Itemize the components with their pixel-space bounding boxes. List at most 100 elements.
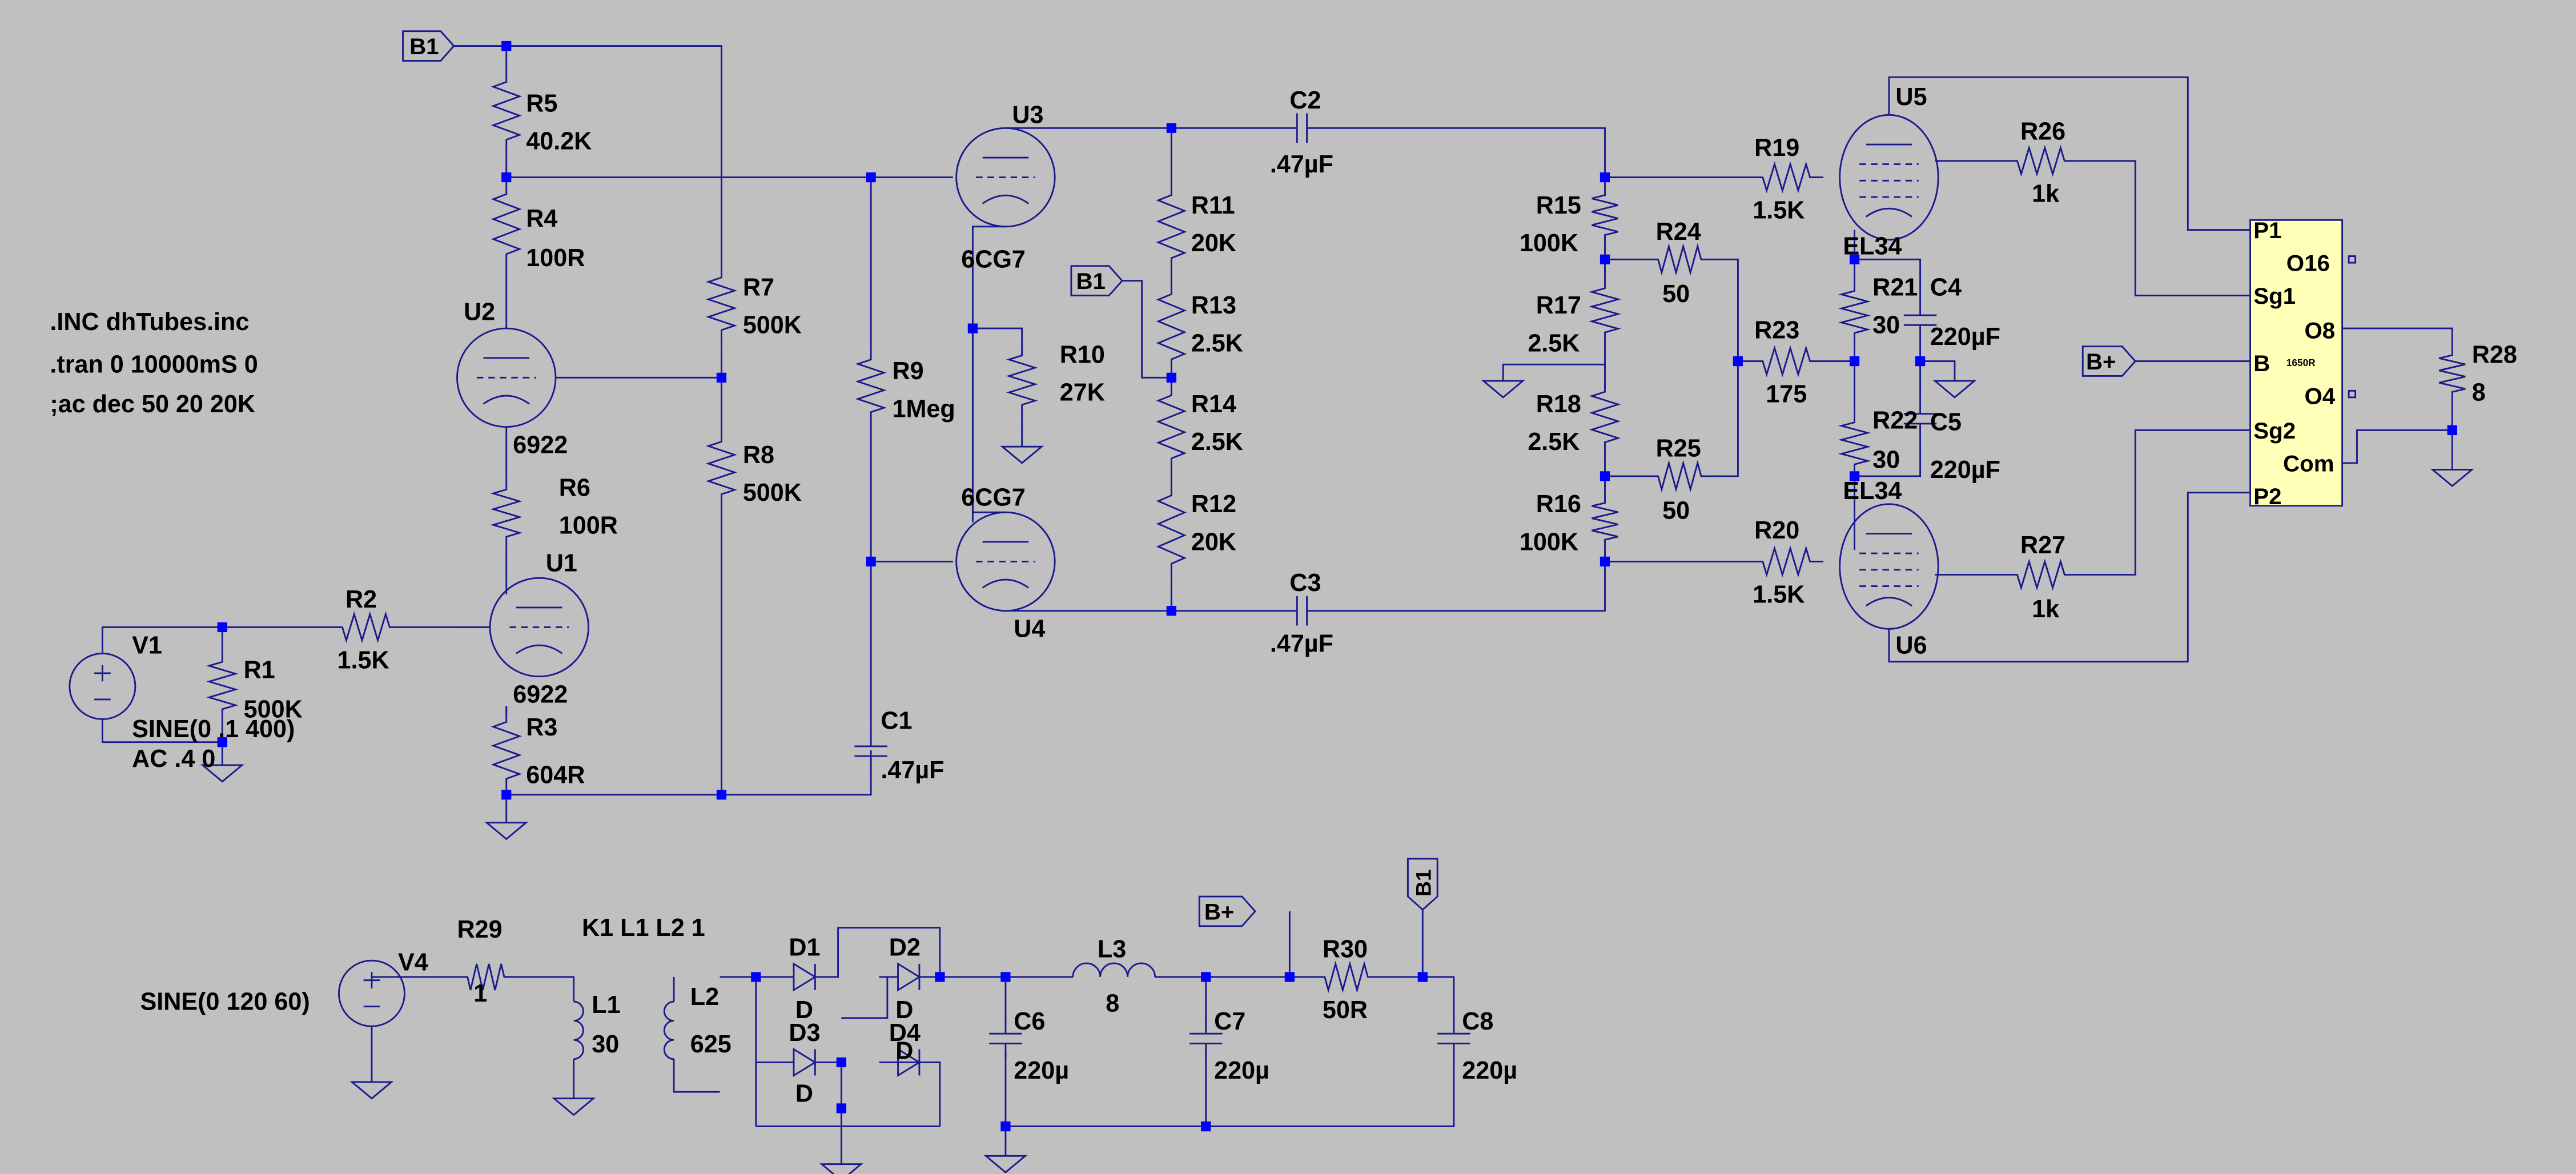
capacitor-value-c6: 220µ	[1014, 1057, 1069, 1084]
net-flag-b1-mid[interactable]: B1	[1070, 265, 1123, 297]
capacitor-c8[interactable]	[1437, 1018, 1470, 1059]
junction-dot	[1600, 254, 1610, 264]
tube-u1[interactable]	[489, 577, 589, 678]
resistor-name-r29: R29	[457, 916, 502, 943]
resistor-r17[interactable]	[1589, 276, 1621, 345]
resistor-r23[interactable]	[1749, 345, 1823, 377]
resistor-value-r13: 2.5K	[1191, 329, 1243, 357]
inductor-l2[interactable]	[663, 1000, 674, 1060]
resistor-value-r20: 1.5K	[1753, 581, 1805, 608]
resistor-r19[interactable]	[1749, 161, 1823, 194]
capacitor-c6[interactable]	[989, 1018, 1022, 1059]
resistor-r10[interactable]	[1006, 341, 1038, 419]
pin-o4: O4	[2304, 383, 2335, 409]
junction-dot	[1600, 471, 1610, 481]
capacitor-name-c3: C3	[1289, 569, 1321, 597]
capacitor-value-c4: 220µF	[1930, 323, 2000, 351]
directive-ac: ;ac dec 50 20 20K	[50, 391, 255, 418]
resistor-r16[interactable]	[1592, 492, 1618, 550]
resistor-name-r27: R27	[2020, 532, 2065, 559]
resistor-r24[interactable]	[1646, 243, 1714, 276]
svg-text:B1: B1	[409, 34, 439, 59]
resistor-name-r4: R4	[526, 205, 557, 232]
resistor-name-r5: R5	[526, 90, 557, 118]
junction-dot	[1201, 1121, 1211, 1132]
resistor-r9[interactable]	[855, 344, 887, 427]
diode-d1[interactable]	[780, 962, 830, 992]
junction-dot	[1000, 972, 1011, 982]
junction-dot	[1849, 254, 1860, 264]
tube-u3[interactable]	[955, 127, 1056, 228]
resistor-name-r10: R10	[1060, 341, 1105, 368]
capacitor-c1[interactable]	[854, 722, 887, 780]
resistor-r28[interactable]	[2438, 344, 2466, 403]
resistor-r2[interactable]	[329, 611, 403, 644]
pin-com: Com	[2283, 451, 2334, 476]
tube-u2[interactable]	[456, 327, 557, 428]
capacitor-c7[interactable]	[1189, 1018, 1223, 1059]
resistor-r30[interactable]	[1312, 960, 1380, 994]
diode-d4[interactable]	[879, 1047, 940, 1077]
resistor-r1[interactable]	[206, 648, 239, 723]
resistor-value-r1: 500K	[244, 696, 303, 723]
voltage-source-v1[interactable]	[69, 653, 136, 720]
tube-model-u6: EL34	[1843, 477, 1902, 505]
junction-dot	[866, 172, 876, 183]
resistor-r7[interactable]	[705, 263, 737, 345]
capacitor-c5[interactable]	[1903, 394, 1937, 444]
tube-name-u6: U6	[1895, 632, 1927, 659]
resistor-r5[interactable]	[491, 66, 522, 156]
capacitor-name-c5: C5	[1930, 408, 1962, 436]
resistor-r3[interactable]	[491, 706, 522, 795]
resistor-r15[interactable]	[1592, 184, 1618, 247]
junction-dot	[967, 323, 978, 333]
inductor-l3[interactable]	[1072, 962, 1156, 977]
tube-name-u4: U4	[1014, 616, 1045, 643]
resistor-name-r23: R23	[1754, 316, 1799, 344]
capacitor-name-c1: C1	[881, 707, 912, 735]
resistor-r21[interactable]	[1838, 279, 1871, 345]
junction-dot	[1166, 606, 1176, 616]
resistor-name-r8: R8	[743, 441, 774, 469]
resistor-r4[interactable]	[491, 177, 522, 271]
net-flag-b1-top[interactable]: B1	[402, 30, 455, 62]
inductor-l1[interactable]	[573, 1000, 584, 1060]
resistor-r29[interactable]	[457, 963, 515, 991]
resistor-r20[interactable]	[1749, 545, 1823, 578]
tube-u5[interactable]	[1839, 114, 1939, 241]
resistor-r13[interactable]	[1156, 276, 1187, 378]
resistor-r26[interactable]	[2004, 144, 2078, 177]
diode-d2[interactable]	[879, 962, 940, 992]
source-spec-v4: SINE(0 120 60)	[140, 988, 310, 1015]
resistor-r8[interactable]	[705, 427, 737, 509]
diode-name-d4: D4	[889, 1019, 921, 1047]
resistor-r14[interactable]	[1156, 377, 1187, 476]
output-transformer[interactable]: P1 Sg1 B Sg2 P2 O16 O8 O4 Com 1650R	[2249, 218, 2357, 509]
resistor-value-r11: 20K	[1191, 230, 1236, 257]
resistor-name-r24: R24	[1656, 218, 1701, 246]
resistor-r11[interactable]	[1156, 177, 1187, 276]
tube-u6[interactable]	[1839, 503, 1939, 630]
resistor-r12[interactable]	[1156, 476, 1187, 583]
resistor-r6[interactable]	[490, 476, 523, 550]
directive-tran: .tran 0 10000mS 0	[50, 351, 258, 379]
resistor-r25[interactable]	[1646, 460, 1714, 493]
resistor-r18[interactable]	[1589, 377, 1621, 457]
capacitor-c3[interactable]	[1289, 596, 1315, 626]
resistor-r27[interactable]	[2004, 558, 2078, 591]
directive-include: .INC dhTubes.inc	[50, 308, 249, 336]
junction-dot	[501, 790, 512, 800]
capacitor-c2[interactable]	[1289, 113, 1315, 143]
resistor-r22[interactable]	[1838, 410, 1871, 476]
net-flag-bplus-psu[interactable]: B+	[1198, 895, 1256, 927]
net-flag-b1-psu[interactable]: B1	[1406, 858, 1438, 911]
ground-symbol	[984, 1148, 1026, 1173]
tube-u4[interactable]	[955, 511, 1056, 612]
resistor-value-r28: 8	[2472, 379, 2486, 407]
diode-d3[interactable]	[780, 1047, 830, 1077]
transformer-model: 1650R	[2286, 357, 2316, 368]
capacitor-c4[interactable]	[1903, 295, 1937, 345]
net-flag-bplus-right[interactable]: B+	[2081, 345, 2137, 377]
voltage-source-v4[interactable]	[338, 959, 405, 1027]
capacitor-name-c4: C4	[1930, 274, 1962, 301]
